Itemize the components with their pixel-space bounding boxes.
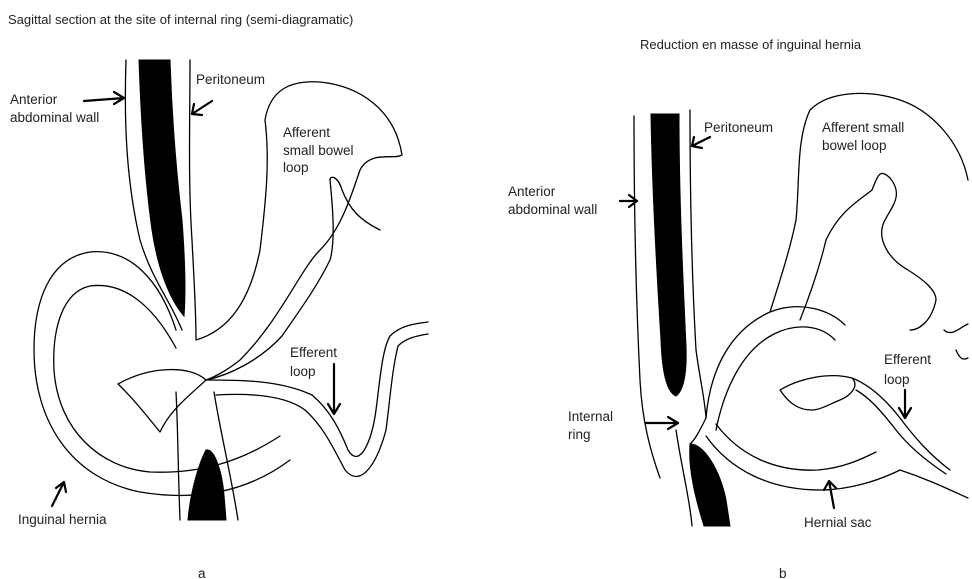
panel-b-efferent-limb-right-2 [956, 350, 968, 359]
panel-a-arrow-abdominal-wall [84, 92, 124, 104]
panel-a-label-efferent-1: Efferent [290, 345, 337, 360]
panel-a-label-anterior-wall-2: abdominal wall [10, 110, 99, 125]
panel-a-arrow-efferent [328, 364, 340, 414]
panel-b: Reduction en masse of inguinal hernia Pe… [508, 37, 968, 579]
panel-b-arrow-hernial-sac [824, 481, 836, 508]
panel-b-arrow-efferent [899, 390, 911, 418]
panel-a-muscle-layer-upper [139, 60, 185, 316]
panel-b-label-afferent-1: Afferent small [822, 120, 904, 135]
panel-b-hernia-sac-bottom-inner [716, 424, 876, 470]
panel-b-junction-loop [780, 376, 855, 410]
panel-b-label-hernial-sac: Hernial sac [804, 515, 872, 530]
panel-a-label-efferent-2: loop [290, 364, 316, 379]
panel-a-arrow-peritoneum [192, 101, 212, 115]
panel-a-efferent-loop-outer [206, 322, 428, 456]
panel-a-label-inguinal-hernia: Inguinal hernia [18, 512, 107, 527]
panel-a-junction-loop [118, 370, 206, 432]
panel-b-muscle-layer-upper [651, 114, 686, 396]
panel-b-label-anterior-wall-2: abdominal wall [508, 202, 597, 217]
panel-b-internal-ring [690, 418, 706, 444]
panel-b-hernia-sac-inner [716, 327, 835, 430]
panel-b-label-efferent-2: loop [884, 372, 910, 387]
panel-b-title: Reduction en masse of inguinal hernia [640, 37, 862, 52]
panel-a: Sagittal section at the site of internal… [8, 12, 428, 579]
panel-b-efferent-loop-inner [856, 390, 946, 474]
panel-a-peritoneum-line [190, 60, 197, 340]
panel-b-label-afferent-2: bowel loop [822, 138, 887, 153]
panel-b-efferent-limb-right [944, 324, 968, 333]
panel-b-peritoneum-line [690, 110, 706, 418]
panel-a-label-anterior-wall-1: Anterior [10, 92, 58, 107]
panel-a-muscle-layer-lower [188, 450, 226, 520]
panel-a-arrow-inguinal-hernia [52, 482, 66, 506]
panel-b-label-anterior-wall-1: Anterior [508, 184, 556, 199]
panel-a-hernia-sac-outer [34, 252, 290, 496]
panel-a-label-peritoneum: Peritoneum [196, 72, 265, 87]
panel-b-label-internal-ring-1: Internal [568, 409, 613, 424]
panel-a-label-afferent-2: small bowel [283, 143, 354, 158]
panel-b-afferent-loop-inner [800, 173, 936, 330]
panel-b-label-peritoneum: Peritoneum [704, 120, 773, 135]
panel-a-caption: a [198, 566, 206, 579]
panel-a-label-afferent-3: loop [283, 160, 309, 175]
panel-a-title: Sagittal section at the site of internal… [8, 12, 353, 27]
panel-a-label-afferent-1: Afferent [283, 125, 330, 140]
panel-b-caption: b [779, 566, 787, 579]
panel-b-label-efferent-1: Efferent [884, 352, 931, 367]
panel-b-arrow-internal-ring [646, 417, 678, 429]
panel-a-hernia-sac-inner [54, 285, 280, 472]
panel-b-label-internal-ring-2: ring [568, 427, 591, 442]
panel-b-arrow-peritoneum [692, 137, 710, 148]
panel-b-hernia-sac-outer [706, 307, 845, 418]
panel-a-abdominal-wall-lower-left [176, 392, 180, 520]
